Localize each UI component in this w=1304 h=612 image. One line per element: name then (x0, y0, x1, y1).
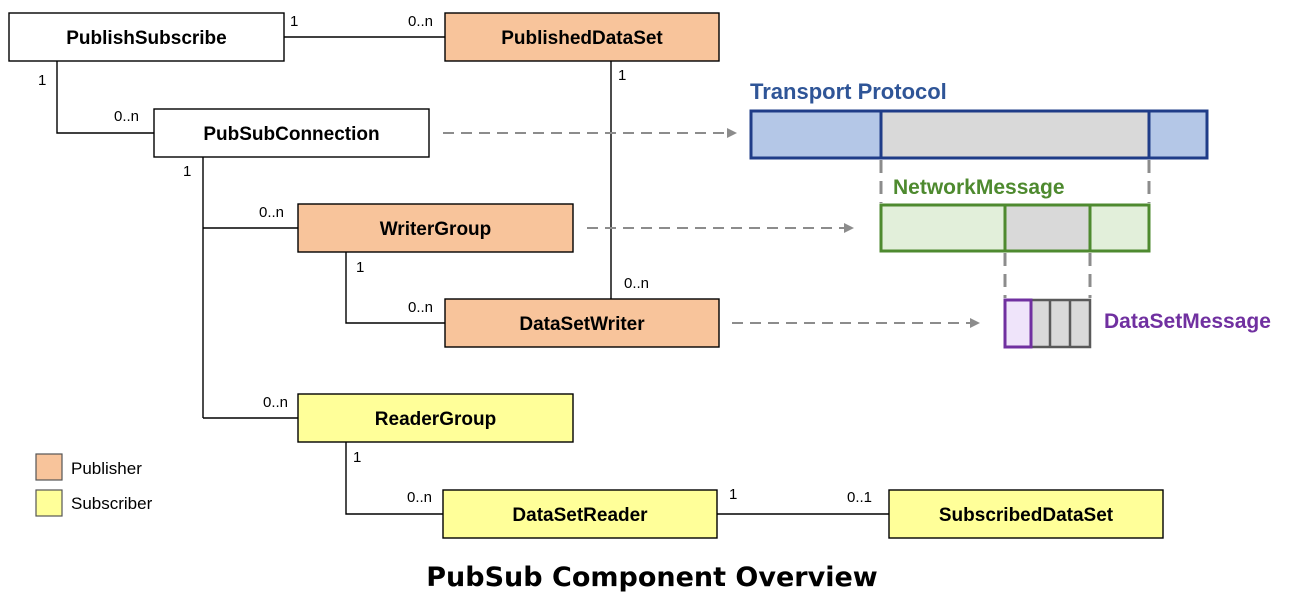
transport-protocol-label: Transport Protocol (750, 79, 947, 104)
mult-wg-dsw-many: 0..n (408, 299, 433, 316)
network-trailer (1090, 205, 1149, 251)
line-rg-dsr (345, 442, 443, 515)
data-set-reader-label: DataSetReader (512, 505, 648, 526)
transport-payload (881, 111, 1149, 158)
publish-subscribe-box[interactable]: PublishSubscribe (8, 12, 285, 62)
legend-publisher-swatch (35, 453, 63, 481)
data-set-reader-box[interactable]: DataSetReader (442, 489, 718, 539)
mult-pds-dsw-many: 0..n (624, 275, 649, 292)
line-ps-conn (56, 61, 154, 134)
mult-ps-pds-many: 0..n (408, 13, 433, 30)
message-arrows (443, 128, 980, 328)
pubsub-connection-label: PubSubConnection (203, 124, 379, 145)
transport-trailer (1149, 111, 1207, 158)
publish-subscribe-label: PublishSubscribe (66, 28, 226, 49)
legend: Publisher Subscriber (35, 453, 153, 517)
mult-rg-dsr-many: 0..n (407, 489, 432, 506)
transport-protocol-block: Transport Protocol (749, 79, 1209, 160)
subscribed-data-set-box[interactable]: SubscribedDataSet (888, 489, 1164, 539)
mult-pds-dsw-one: 1 (618, 67, 626, 84)
network-message-label: NetworkMessage (893, 176, 1065, 199)
network-message-block: NetworkMessage (879, 176, 1151, 253)
multiplicity-labels: 1 0..n 1 0..n 1 0..n 1 0..n 1 0..n 0..n … (38, 13, 872, 506)
mult-conn-rg-many: 0..n (263, 394, 288, 411)
mult-ps-conn-one: 1 (38, 72, 46, 89)
reader-group-box[interactable]: ReaderGroup (297, 393, 574, 443)
subscribed-data-set-label: SubscribedDataSet (939, 505, 1114, 526)
data-set-writer-label: DataSetWriter (519, 314, 645, 335)
mult-rg-dsr-one: 1 (353, 449, 361, 466)
published-data-set-label: PublishedDataSet (501, 28, 663, 49)
mult-dsr-sds-opt: 0..1 (847, 489, 872, 506)
line-wg-dsw (345, 252, 445, 324)
legend-subscriber-swatch (35, 489, 63, 517)
legend-publisher-label: Publisher (71, 459, 142, 478)
mult-conn-one: 1 (183, 163, 191, 180)
diagram-title: PubSub Component Overview (426, 562, 878, 593)
network-payload (1005, 205, 1090, 251)
writer-group-label: WriterGroup (380, 219, 492, 240)
network-header (881, 205, 1005, 251)
mult-ps-pds-one: 1 (290, 13, 298, 30)
legend-subscriber-label: Subscriber (71, 494, 153, 513)
data-set-message-label: DataSetMessage (1104, 310, 1271, 333)
data-set-message-block: DataSetMessage (1003, 298, 1271, 349)
mult-wg-dsw-one: 1 (356, 259, 364, 276)
published-data-set-box[interactable]: PublishedDataSet (444, 12, 720, 62)
mult-dsr-sds-one: 1 (729, 486, 737, 503)
mult-ps-conn-many: 0..n (114, 108, 139, 125)
mult-conn-wg-many: 0..n (259, 204, 284, 221)
connector-lines (56, 36, 889, 515)
writer-group-box[interactable]: WriterGroup (297, 203, 574, 253)
projection-lines (879, 160, 1151, 298)
dataset-message-header (1003, 298, 1033, 349)
reader-group-label: ReaderGroup (375, 409, 496, 430)
dataset-message-fields (1029, 298, 1092, 349)
pubsub-connection-box[interactable]: PubSubConnection (153, 108, 430, 158)
transport-header (751, 111, 881, 158)
data-set-writer-box[interactable]: DataSetWriter (444, 298, 720, 348)
